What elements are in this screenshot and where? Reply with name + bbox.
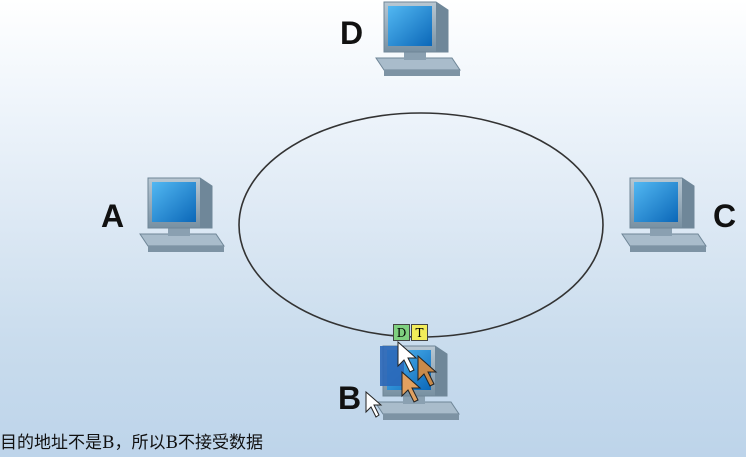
computer-d-icon: [375, 1, 461, 77]
node-label-b: B: [338, 380, 362, 416]
frame-destination-field: D: [393, 324, 410, 341]
frame-tail-field: T: [411, 324, 428, 341]
computer-c-icon: [621, 177, 707, 253]
node-label-a: A: [101, 198, 125, 234]
node-label-d: D: [340, 15, 364, 51]
computer-a-icon: [139, 177, 225, 253]
cursor-overlay-icon: [365, 340, 438, 418]
caption-text: 目的地址不是B，所以B不接受数据: [0, 433, 263, 453]
ring-network: [238, 112, 604, 338]
node-label-c: C: [713, 198, 737, 234]
